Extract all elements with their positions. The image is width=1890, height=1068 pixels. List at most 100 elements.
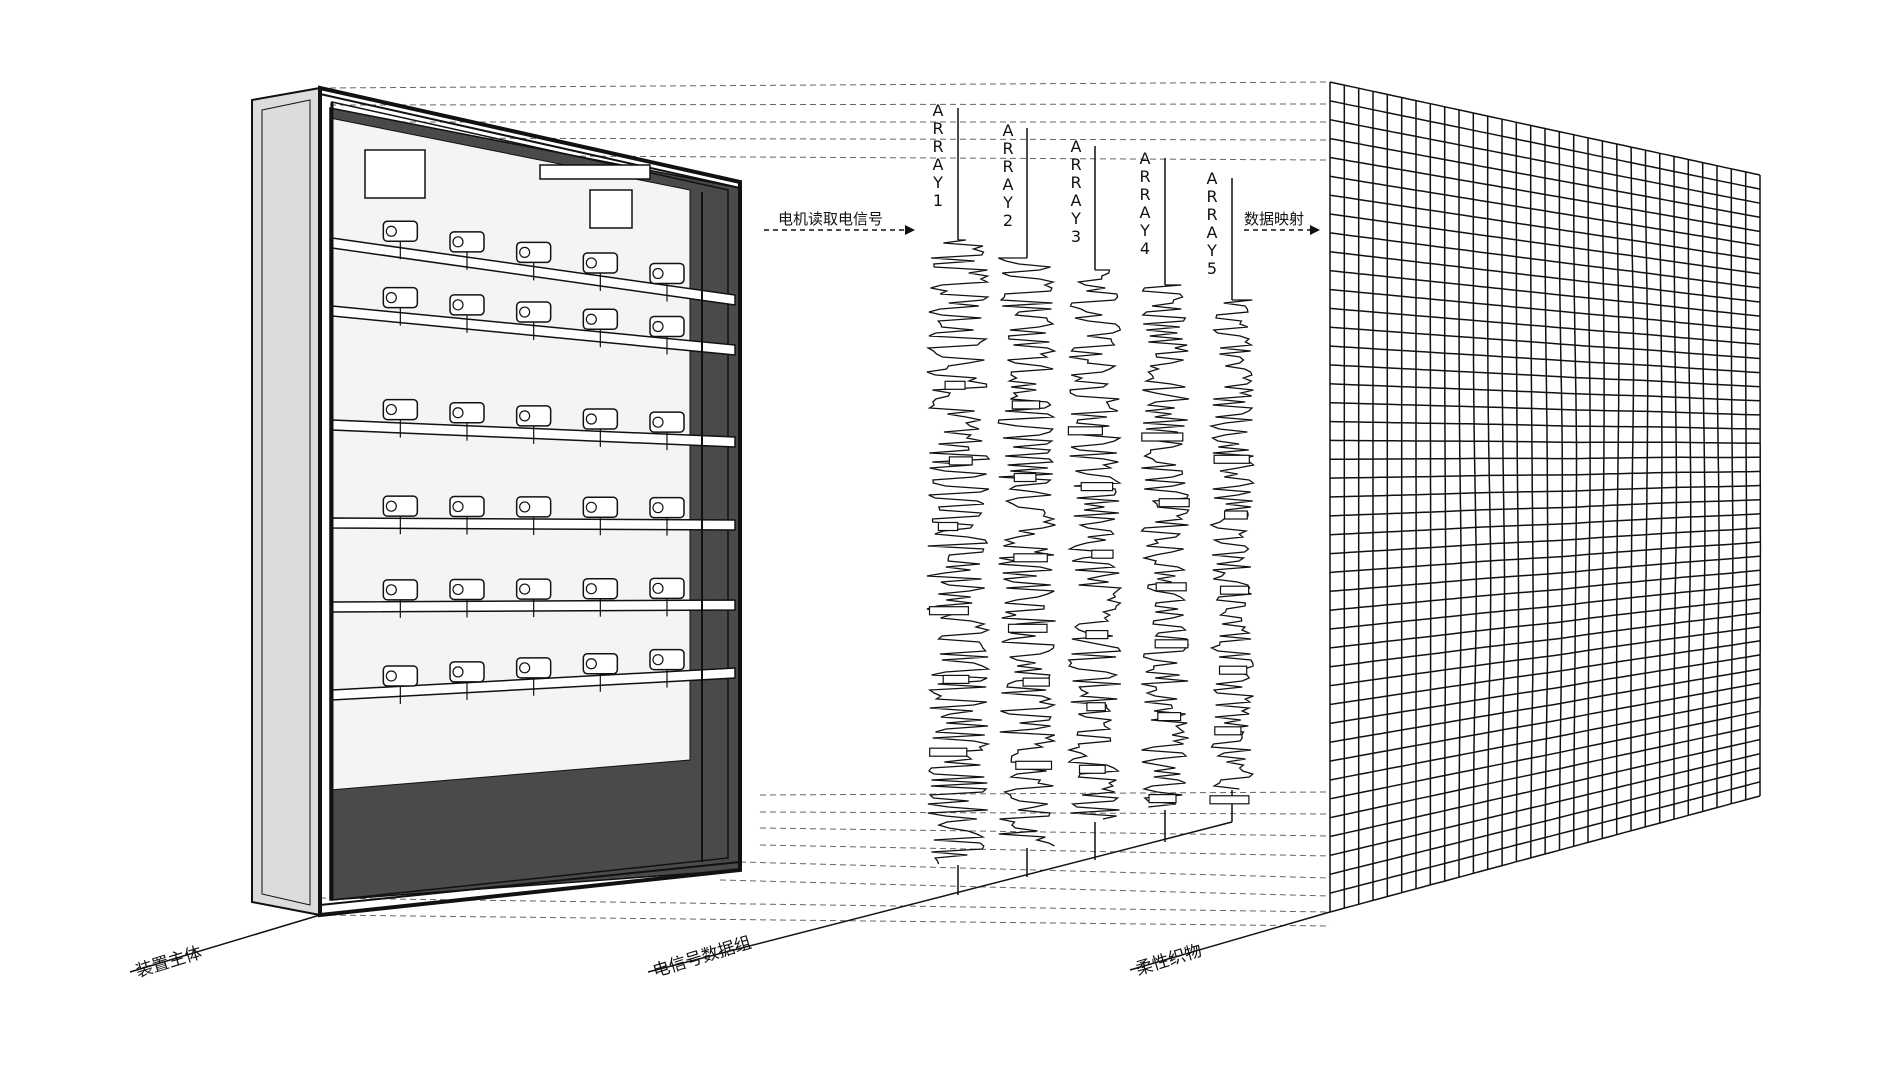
signal-block-1-6 [929, 747, 968, 757]
motor-shaft-1-2 [452, 236, 464, 248]
fabric-row-39 [1329, 724, 1761, 819]
fabric-row-43 [1329, 781, 1761, 894]
motor-shaft-5-1 [385, 584, 397, 596]
fabric-row-35 [1329, 668, 1761, 743]
motor-shaft-1-1 [385, 225, 397, 237]
dash-line-9 [759, 844, 1331, 857]
data-mapping-label: 数据映射 [1244, 210, 1305, 228]
motor-3-1 [382, 398, 419, 421]
fabric-row-21 [1329, 470, 1761, 479]
motor-6-2 [449, 661, 485, 683]
signal-block-4-3 [1155, 582, 1187, 592]
motor-shaft-1-3 [519, 246, 531, 258]
motor-shaft-5-4 [585, 583, 597, 595]
signal-block-3-1 [1067, 426, 1104, 436]
motor-4-3 [515, 496, 552, 518]
fabric-row-20 [1329, 456, 1761, 461]
motor-read-label: 电机读取电信号 [778, 210, 884, 228]
signal-wave-5 [1208, 299, 1256, 790]
frame-top-rail [319, 93, 741, 189]
signal-wave-2 [997, 257, 1057, 847]
array-label-3: ARRAY3 [1070, 137, 1082, 246]
fabric-row-22 [1329, 484, 1761, 498]
dash-line-4 [349, 137, 1331, 141]
signal-block-2-1 [1011, 400, 1041, 410]
dash-line-12 [319, 897, 1331, 913]
fabric-row-8 [1329, 232, 1761, 289]
fabric-row-24 [1329, 513, 1761, 536]
motor-6-3 [515, 657, 552, 679]
signal-block-2-6 [1015, 760, 1053, 770]
motor-4-4 [582, 496, 619, 519]
array-label-4: ARRAY4 [1139, 149, 1151, 258]
motor-5-2 [449, 578, 485, 601]
fabric-row-11 [1329, 288, 1761, 332]
fabric-row-14 [1329, 345, 1761, 374]
motor-shaft-5-3 [519, 583, 531, 595]
control-box-1 [364, 149, 426, 199]
fabric-row-34 [1329, 654, 1761, 725]
leader-lines [129, 821, 1331, 973]
motor-shaft-3-4 [585, 413, 597, 425]
fabric-row-5 [1329, 175, 1761, 247]
signal-block-1-2 [948, 456, 973, 466]
motor-1-5 [649, 262, 685, 285]
fabric-row-36 [1329, 682, 1761, 762]
signal-wave-4 [1140, 284, 1190, 808]
motor-3-4 [582, 408, 619, 430]
motor-3-5 [649, 411, 685, 433]
signal-block-5-5 [1214, 726, 1242, 736]
motor-shaft-4-3 [519, 501, 531, 513]
fabric-row-44 [1329, 795, 1761, 913]
motor-shaft-5-2 [452, 583, 464, 596]
motor-shaft-6-5 [652, 654, 664, 666]
motor-read-arrow-head [905, 225, 915, 235]
signal-block-5-1 [1213, 454, 1250, 464]
signal-block-3-4 [1085, 629, 1109, 640]
motor-shaft-4-1 [385, 500, 397, 512]
signal-block-5-6 [1209, 795, 1250, 805]
motor-shaft-3-3 [519, 410, 531, 422]
motor-2-4 [582, 308, 619, 331]
fabric-row-29 [1329, 583, 1761, 630]
fabric-row-10 [1329, 269, 1761, 317]
dash-line-2 [329, 103, 1331, 106]
signal-group-leader [647, 821, 1233, 973]
signal-wave-1 [925, 239, 991, 865]
fabric-row-12 [1329, 307, 1761, 346]
motor-5-1 [382, 579, 419, 601]
device-frame [251, 85, 742, 918]
control-box-2 [589, 189, 633, 229]
signal-block-4-1 [1141, 432, 1184, 442]
flow-arrows [764, 225, 1320, 235]
motor-4-1 [382, 495, 419, 517]
fabric-row-41 [1329, 752, 1761, 857]
motor-shaft-4-4 [585, 501, 597, 513]
signal-block-4-6 [1148, 793, 1177, 804]
motor-5-3 [515, 578, 552, 600]
signal-block-5-4 [1218, 665, 1248, 675]
signal-block-2-2 [1013, 472, 1037, 483]
fabric-row-0 [1329, 81, 1761, 176]
fabric-row-1 [1329, 100, 1761, 190]
fabric-leader [1129, 911, 1331, 971]
fabric-row-23 [1329, 498, 1761, 517]
signal-block-1-1 [944, 380, 966, 390]
device-body-leader [129, 914, 321, 973]
fabric-grid [1329, 81, 1762, 913]
signal-block-2-5 [1022, 677, 1050, 687]
motor-shaft-2-5 [652, 320, 664, 333]
fabric-row-13 [1329, 326, 1761, 360]
frame-front-outline [318, 85, 742, 918]
motor-2-2 [449, 294, 485, 316]
dash-line-10 [739, 861, 1331, 879]
motor-1-4 [582, 252, 619, 274]
motor-6-5 [649, 648, 685, 671]
motor-4-2 [449, 495, 485, 518]
fabric-row-30 [1329, 597, 1761, 649]
fabric-row-3 [1329, 137, 1761, 219]
data-mapping-arrow-head [1310, 225, 1320, 235]
signal-block-3-6 [1078, 764, 1106, 774]
fabric-row-19 [1329, 439, 1761, 444]
